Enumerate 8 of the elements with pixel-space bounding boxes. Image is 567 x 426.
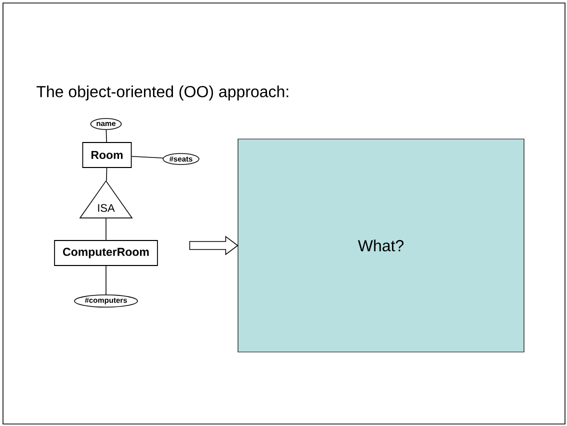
title: The object-oriented (OO) approach: [36, 86, 288, 100]
connector-line [106, 130, 107, 142]
entity-box: ComputerRoom [54, 240, 158, 266]
entity-box: Room [82, 142, 132, 168]
hollow-arrow [189, 236, 238, 256]
connector-line [131, 156, 164, 158]
content-panel: What? [238, 138, 524, 352]
connector-line [106, 168, 108, 182]
